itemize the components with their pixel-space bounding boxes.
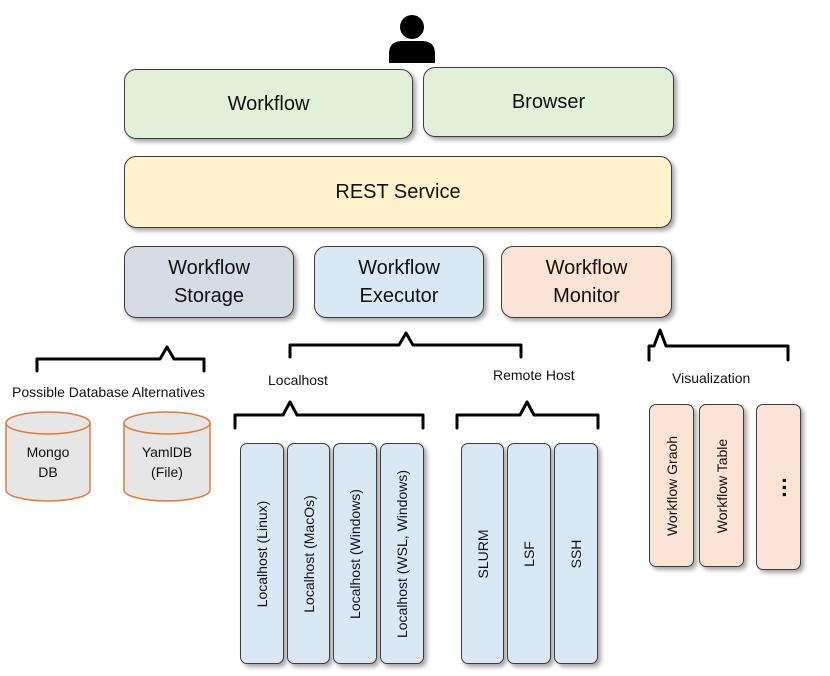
browser-box: Browser: [423, 67, 674, 137]
executor-line-1: Workflow: [358, 257, 440, 279]
localhost-macos-column: Localhost (MacOs): [287, 443, 330, 664]
workflow-label: Workflow: [227, 93, 310, 115]
yamldb-text: YamlDB (File): [124, 442, 210, 482]
monitor-bracket: [647, 328, 790, 362]
ellipsis-label: ...: [765, 476, 791, 498]
monitor-line-1: Workflow: [545, 257, 628, 279]
workflow-graph-column: Workflow Graoh: [649, 404, 694, 567]
mongo-db-text: Mongo DB: [6, 442, 90, 482]
localhost-macos-label: Localhost (MacOs): [300, 494, 317, 613]
workflow-graph-label: Workflow Graoh: [663, 435, 680, 536]
localhost-windows-column: Localhost (Windows): [333, 443, 377, 664]
localhost-bracket: [233, 400, 425, 430]
more-column: ...: [756, 404, 801, 570]
workflow-table-column: Workflow Table: [699, 404, 744, 567]
localhost-linux-column: Localhost (Linux): [240, 443, 284, 664]
yamldb-line-2: (File): [151, 464, 183, 480]
localhost-windows-label: Localhost (Windows): [347, 488, 363, 619]
mongo-db-line-2: DB: [38, 464, 58, 480]
rest-service-label: REST Service: [335, 181, 461, 203]
workflow-table-label: Workflow Table: [713, 438, 730, 533]
workflow-monitor-box: Workflow Monitor: [501, 246, 672, 318]
database-alternatives-label: Possible Database Alternatives: [12, 384, 205, 400]
ssh-column: SSH: [554, 443, 598, 664]
slurm-label: SLURM: [474, 528, 491, 579]
yamldb-cylinder: [123, 411, 211, 502]
localhost-label: Localhost: [268, 372, 328, 388]
remote-host-label: Remote Host: [493, 367, 575, 383]
remote-bracket: [455, 400, 600, 430]
localhost-wsl-label: Localhost (WSL, Windows): [394, 469, 410, 638]
slurm-column: SLURM: [461, 443, 504, 664]
storage-bracket: [35, 345, 206, 373]
lsf-label: LSF: [521, 540, 537, 567]
user-icon: [389, 15, 435, 63]
browser-label: Browser: [511, 91, 586, 113]
visualization-label: Visualization: [672, 370, 751, 386]
rest-service-box: REST Service: [124, 156, 672, 228]
lsf-column: LSF: [507, 443, 551, 664]
workflow-executor-box: Workflow Executor: [314, 246, 484, 318]
storage-line-1: Workflow: [168, 257, 250, 279]
yamldb-line-1: YamlDB: [141, 444, 193, 460]
executor-line-2: Executor: [359, 285, 439, 307]
localhost-wsl-column: Localhost (WSL, Windows): [380, 443, 424, 664]
mongo-db-cylinder: [5, 411, 91, 502]
ssh-label: SSH: [568, 539, 584, 568]
localhost-linux-label: Localhost (Linux): [254, 500, 270, 607]
monitor-line-2: Monitor: [553, 285, 620, 307]
storage-line-2: Storage: [173, 285, 245, 307]
workflow-box: Workflow: [124, 69, 413, 139]
workflow-storage-box: Workflow Storage: [124, 246, 294, 318]
executor-bracket: [288, 331, 523, 359]
mongo-db-line-1: Mongo: [26, 444, 70, 460]
